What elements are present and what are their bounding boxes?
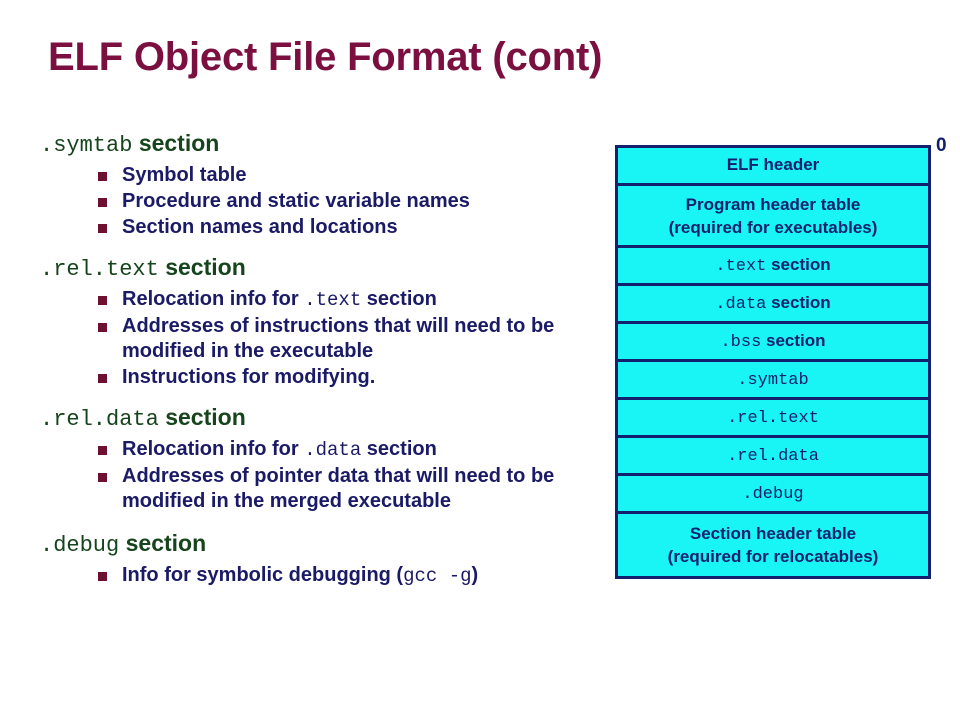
list-item-text: Info for symbolic debugging ( xyxy=(122,564,404,586)
diagram-row-elf-header: ELF header xyxy=(618,148,928,186)
diagram-row-code: .bss xyxy=(720,333,762,352)
diagram-row-tail: section xyxy=(766,293,831,312)
diagram-row-section-header-table: Section header table (required for reloca… xyxy=(618,514,928,576)
square-bullet-icon xyxy=(98,224,107,233)
diagram-row-symtab: .symtab xyxy=(618,362,928,400)
square-bullet-icon xyxy=(98,374,107,383)
diagram-row-code: .symtab xyxy=(737,371,809,390)
list-item-text-tail: section xyxy=(361,438,437,460)
list-item: Procedure and static variable names xyxy=(40,189,615,214)
section-heading-rel-text-name: .rel.text xyxy=(40,257,159,282)
diagram-row-tail: section xyxy=(761,331,826,350)
diagram-row-word: ELF xyxy=(726,155,759,174)
spacer xyxy=(40,241,615,252)
diagram-row-line1: Section header table xyxy=(690,523,856,546)
list-item: Relocation info for .data section xyxy=(40,437,615,463)
section-heading-rel-data-name: .rel.data xyxy=(40,407,159,432)
spacer xyxy=(40,515,615,528)
list-item-text: Instructions for modifying. xyxy=(122,366,376,388)
diagram-row-code: .text xyxy=(715,257,767,276)
list-item-text: Relocation info for xyxy=(122,438,305,460)
section-heading-debug-name: .debug xyxy=(40,533,120,558)
diagram-row-line1: .rel.data xyxy=(727,444,819,467)
square-bullet-icon xyxy=(98,323,107,332)
section-heading-rel-data: .rel.data section xyxy=(40,402,615,435)
list-item-code: .data xyxy=(304,439,362,461)
list-item-code: .text xyxy=(304,289,362,311)
list-item: Addresses of pointer data that will need… xyxy=(40,464,615,514)
diagram-row-bss-section: .bss section xyxy=(618,324,928,362)
square-bullet-icon xyxy=(98,473,107,482)
list-item-text: Symbol table xyxy=(122,164,247,186)
diagram-row-tail: section xyxy=(766,255,831,274)
square-bullet-icon xyxy=(98,572,107,581)
list-item: Info for symbolic debugging (gcc -g) xyxy=(40,563,615,589)
diagram-row-data-section: .data section xyxy=(618,286,928,324)
list-item-code: gcc -g xyxy=(403,565,472,587)
section-heading-symtab-word: section xyxy=(138,130,220,156)
diagram-row-debug: .debug xyxy=(618,476,928,514)
section-heading-rel-text-word: section xyxy=(165,254,246,280)
diagram-row-rel-data: .rel.data xyxy=(618,438,928,476)
diagram-row-word: Program header table xyxy=(685,194,861,214)
diagram-row-program-header-table: Program header table (required for execut… xyxy=(618,186,928,248)
square-bullet-icon xyxy=(98,296,107,305)
elf-layout-diagram: ELF header Program header table (required… xyxy=(615,145,931,579)
section-heading-symtab: .symtab section xyxy=(40,128,615,161)
section-heading-rel-text: .rel.text section xyxy=(40,252,615,285)
spacer xyxy=(40,391,615,402)
diagram-row-line1: .bss section xyxy=(720,330,825,353)
diagram-row-line1: .rel.text xyxy=(727,406,819,429)
diagram-row-line1: Program header table xyxy=(686,194,861,217)
diagram-row-line2: (required for relocatables) xyxy=(667,547,879,566)
diagram-row-code: .debug xyxy=(742,485,804,504)
diagram-row-line1: .data section xyxy=(715,292,830,315)
diagram-row-line1: ELF header xyxy=(727,154,820,177)
diagram-row-line2: (required for executables) xyxy=(668,217,878,237)
square-bullet-icon xyxy=(98,446,107,455)
diagram-row-code: .rel.text xyxy=(727,409,819,428)
list-item: Section names and locations xyxy=(40,215,615,240)
diagram-row-code: .rel.data xyxy=(727,447,819,466)
list-item-text-tail: section xyxy=(361,288,437,310)
diagram-row-line1: .debug xyxy=(742,482,803,505)
diagram-row-word: Section header table xyxy=(689,524,857,543)
list-item-text: Addresses of pointer data that will need… xyxy=(122,465,555,512)
list-item: Relocation info for .text section xyxy=(40,287,615,313)
section-heading-debug-word: section xyxy=(125,530,207,556)
list-item-text: Procedure and static variable names xyxy=(122,190,470,212)
diagram-row-tail: header xyxy=(758,155,820,174)
list-item-text: Addresses of instructions that will need… xyxy=(122,315,555,362)
diagram-row-line1: .symtab xyxy=(737,368,808,391)
section-heading-symtab-name: .symtab xyxy=(40,133,133,158)
list-item: Addresses of instructions that will need… xyxy=(40,314,615,364)
list-item: Symbol table xyxy=(40,163,615,188)
list-item-text: Section names and locations xyxy=(122,216,398,238)
list-item-text-tail: ) xyxy=(471,564,479,586)
diagram-offset-label: 0 xyxy=(936,135,947,156)
diagram-row-rel-text: .rel.text xyxy=(618,400,928,438)
square-bullet-icon xyxy=(98,198,107,207)
page-title: ELF Object File Format (cont) xyxy=(48,35,603,79)
square-bullet-icon xyxy=(98,172,107,181)
list-item-text: Relocation info for xyxy=(122,288,305,310)
bullet-content-column: .symtab section Symbol table Procedure a… xyxy=(40,128,615,590)
diagram-row-code: .data xyxy=(715,295,767,314)
list-item: Instructions for modifying. xyxy=(40,365,615,390)
diagram-row-text-section: .text section xyxy=(618,248,928,286)
section-heading-debug: .debug section xyxy=(40,528,615,561)
section-heading-rel-data-word: section xyxy=(165,404,246,430)
diagram-row-line1: .text section xyxy=(715,254,830,277)
